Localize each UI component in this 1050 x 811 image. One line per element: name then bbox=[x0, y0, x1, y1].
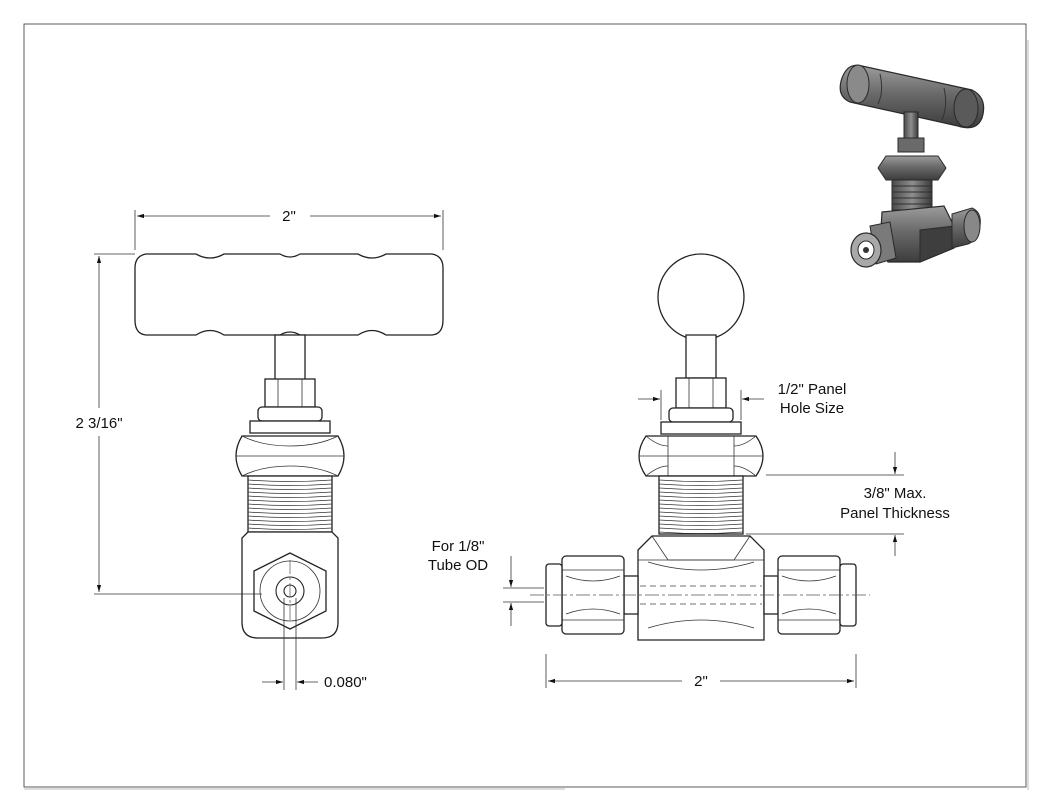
orifice-dimension: 0.080" bbox=[262, 598, 367, 691]
front-view bbox=[134, 253, 444, 639]
panel-thickness-label-1: 3/8" Max. bbox=[864, 485, 927, 502]
panel-hole-label-1: 1/2" Panel bbox=[778, 381, 847, 398]
tube-od-dimension: For 1/8" Tube OD bbox=[428, 538, 544, 626]
panel-thickness-label-2: Panel Thickness bbox=[840, 505, 950, 522]
tee-body bbox=[637, 535, 765, 641]
side-length-label: 2" bbox=[694, 673, 708, 690]
panel-hole-label-2: Hole Size bbox=[780, 400, 844, 417]
handle-end bbox=[657, 253, 745, 341]
orifice-label: 0.080" bbox=[324, 674, 367, 691]
isometric-valve-render bbox=[839, 64, 985, 268]
front-height-dimension: 2 3/16" bbox=[75, 253, 262, 595]
t-handle bbox=[134, 253, 444, 336]
bonnet-threads bbox=[247, 479, 333, 530]
front-width-label: 2" bbox=[282, 208, 296, 225]
stem bbox=[274, 334, 306, 381]
panel-thickness-dimension: 3/8" Max. Panel Thickness bbox=[746, 452, 950, 556]
packing-nut bbox=[264, 378, 316, 408]
panel-hole-dimension: 1/2" Panel Hole Size bbox=[638, 381, 846, 420]
side-view bbox=[530, 253, 870, 641]
side-length-dimension: 2" bbox=[545, 654, 857, 690]
tube-od-label-2: Tube OD bbox=[428, 557, 488, 574]
tube-od-label-1: For 1/8" bbox=[432, 538, 485, 555]
front-width-dimension: 2" bbox=[134, 208, 444, 250]
side-packing-nut bbox=[675, 377, 727, 409]
side-stem bbox=[685, 334, 717, 379]
drawing-frame bbox=[23, 23, 1029, 790]
front-height-label: 2 3/16" bbox=[75, 415, 122, 432]
side-bonnet-threads bbox=[658, 479, 744, 534]
